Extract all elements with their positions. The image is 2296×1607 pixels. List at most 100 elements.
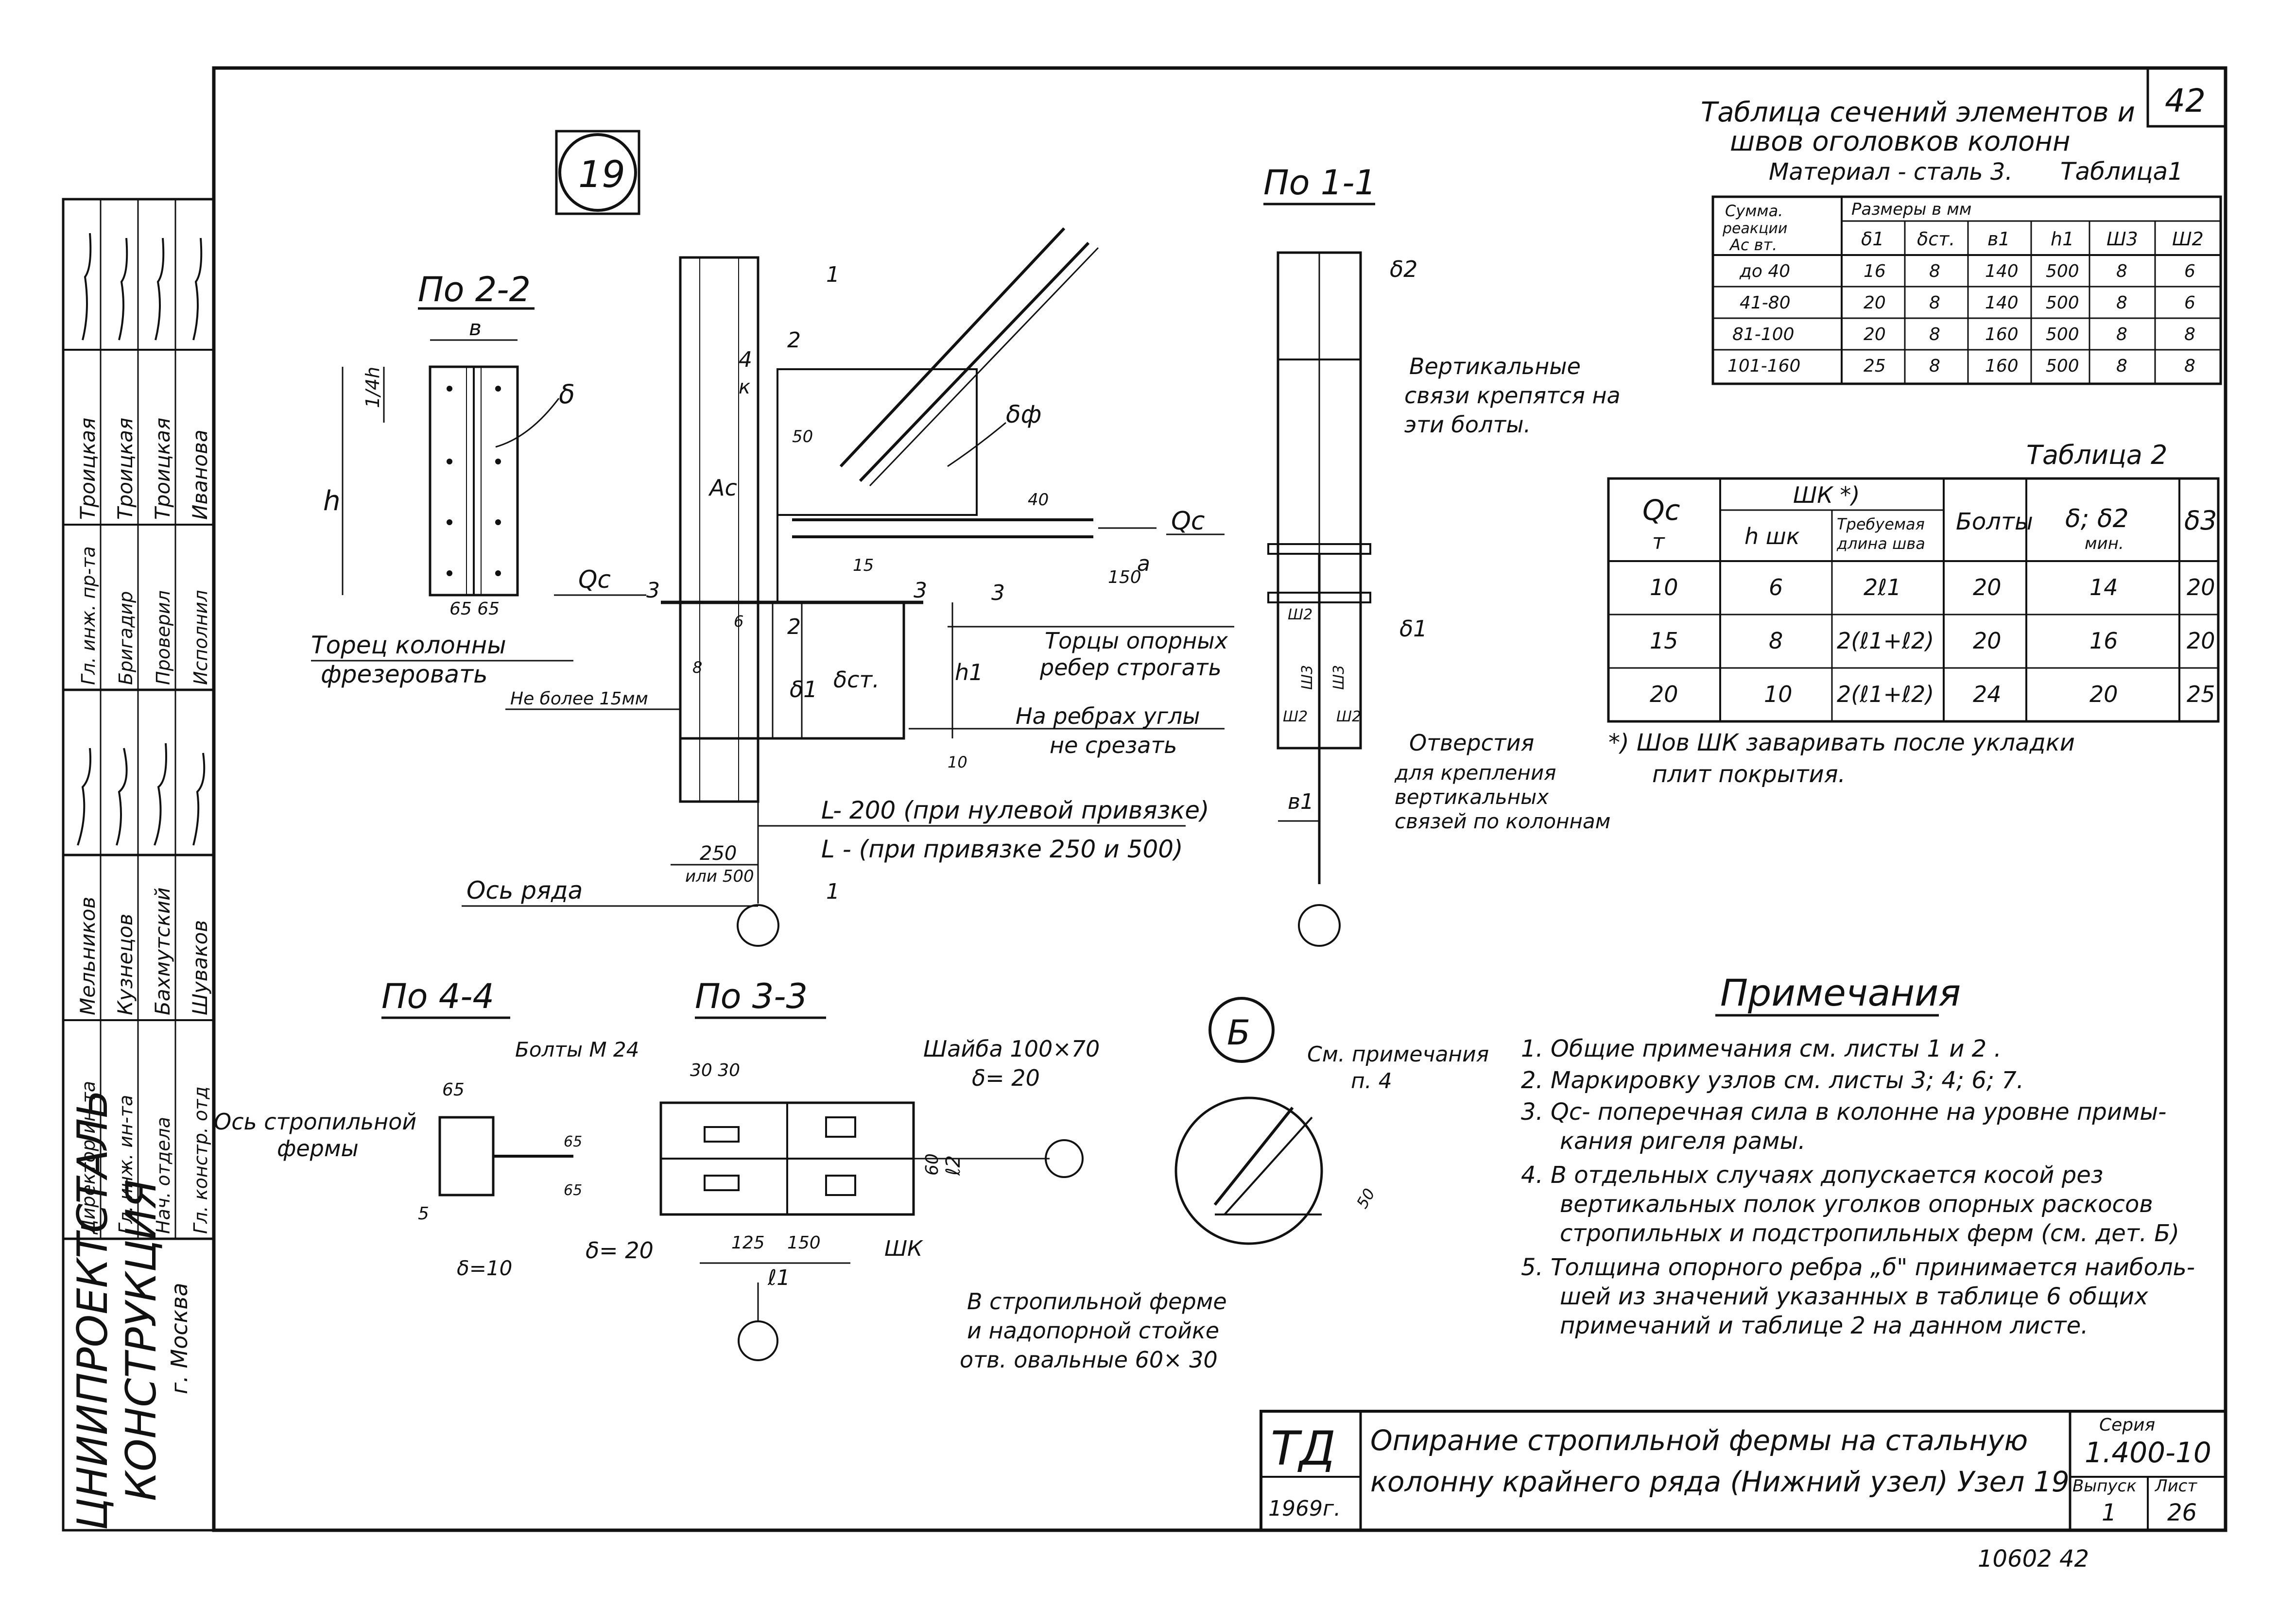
vert-1: Вертикальные [1409,353,1581,379]
shaiba-1: Шайба 100×70 [923,1036,1100,1062]
section-1-top: 1 [826,262,840,287]
dim-ili500: или 500 [685,867,754,886]
dim-40: 40 [1028,490,1049,510]
dim-quarter-h: 1/4h [362,367,383,408]
t1-r2-c6: 6 [2184,293,2195,313]
detail-number: 19 [578,153,625,196]
t1-head-sizes: Размеры в мм [1851,200,1971,219]
signature-2 [116,748,128,846]
dim-L250: L - (при привязке 250 и 500) [821,835,1183,863]
t2-delta3: δ3 [2184,505,2217,536]
t1-r2-c1: 20 [1864,293,1886,313]
t1-r3-c5: 8 [2116,325,2127,344]
detail-19-marker: 19 [555,130,640,215]
t1-col-4: h1 [2051,228,2074,250]
label-k: к [739,376,750,398]
stamp-vypusk-label: Выпуск [2072,1476,2137,1496]
t2-r1-c2: 2ℓ1 [1864,574,1901,600]
t1-r1-c0: до 40 [1739,261,1790,281]
label-delta: δ [559,379,575,410]
name-1: Мельников [76,897,100,1015]
role-2: Гл. инж. ин-та [115,1095,137,1234]
t2-req-len-2: длина шва [1836,534,1925,553]
section-3-right: 3 [991,581,1005,605]
dim-15: 15 [853,556,874,575]
label-d2: δ2 [1390,256,1417,282]
label-dc: Ас [708,475,737,501]
t1-col-3: в1 [1987,228,2010,250]
v-strop-2: и надопорной стойке [967,1317,1219,1344]
t2-r3-c2: 2(ℓ1+ℓ2) [1837,681,1934,707]
t1-r1-c2: 8 [1929,261,1940,281]
note-5a: 5. Толщина опорного ребра „б" принимаетс… [1521,1254,2195,1281]
t1-head-1b: реакции [1722,220,1787,237]
t2-r3-c4: 20 [2089,681,2118,707]
stamp-seria-label: Серия [2099,1415,2155,1435]
section-3-mid: 3 [914,578,927,603]
role2-1: Гл. инж. пр-та [78,546,99,685]
t2-delta-min: мин. [2085,534,2124,553]
t2-r3-c5: 25 [2187,681,2215,707]
dim-h: h [323,485,341,517]
t1-r2-c5: 8 [2116,293,2127,313]
axis-bubble-2 [1298,904,1341,947]
signature-6 [118,238,128,341]
dim-65-b: 65 [564,1133,582,1150]
dim-a: а [1137,551,1150,576]
name2-4: Иванова [188,429,212,520]
org-name-2: КОНСТРУКЦИЯ [117,1180,166,1501]
view-3-3: По 3-3 Болты М 24 30 30 Шайба 100×70 δ= … [515,976,1227,1373]
dim-125: 125 [731,1233,765,1253]
t1-r3-c6: 8 [2184,325,2195,344]
signature-5 [82,233,92,341]
axis-bubble-4 [738,1320,778,1361]
dim-10: 10 [948,753,967,771]
name-3: Бахмутский [151,888,174,1015]
section-2-bottom: 2 [787,615,801,639]
stamp-list-label: Лист [2154,1476,2197,1496]
role2-3: Проверил [153,590,174,685]
label-sh2-b: Ш2 [1283,708,1308,725]
note-4a: 4. В отдельных случаях допускается косой… [1521,1162,2103,1189]
name-4: Шуваков [188,920,212,1015]
t2-h-shk: h шк [1744,523,1800,549]
t1-r2-c2: 8 [1929,293,1940,313]
role2-2: Бригадир [115,591,137,685]
dim-b1: в1 [1288,789,1314,814]
dim-6: 6 [734,612,743,631]
dim-5: 5 [418,1204,429,1224]
table-1: Таблица сечений элементов и швов оголовк… [1701,97,2222,385]
t2-footnote-1: *) Шов ШК заваривать после укладки [1608,729,2075,756]
dim-65-65: 65 65 [449,599,500,619]
role-1: Директор ин-та [78,1081,99,1235]
t2-r2-c5: 20 [2187,628,2215,654]
otv-3: вертикальных [1395,785,1549,809]
os-strop-2: фермы [277,1135,359,1162]
section-1-bottom: 1 [826,879,840,904]
section-3-left: 3 [646,578,660,603]
t1-col-6: Ш2 [2172,228,2204,250]
label-sh3-b: Ш3 [1330,665,1347,690]
view-3-3-title: По 3-3 [695,976,808,1016]
t2-delta: δ; δ2 [2065,504,2129,533]
signature-3 [154,743,167,846]
t2-r2-c1: 8 [1769,628,1783,654]
signature-7 [155,238,165,341]
detail-b-label: Б [1227,1013,1250,1053]
axis-bubble-3 [1045,1139,1084,1178]
t2-req-len-1: Требуемая [1837,515,1925,533]
org-name-1: ЦНИИПРОЕКТСТАЛЬ [69,1090,117,1530]
note-4c: стропильных и подстропильных ферм (см. д… [1560,1220,2179,1247]
dim-d20: δ= 20 [586,1237,654,1264]
view-1-1: По 1-1 δ2 δ1 Ш2 Ш3 Ш2 Ш3 Ш2 в1 Вертикаль… [1263,163,1621,947]
detail-b: Б См. примечания п. 4 50 [1174,997,1489,1245]
role-4: Гл. констр. отд [190,1086,211,1234]
stamp-seria: 1.400-10 [2085,1436,2211,1469]
stamp-year: 1969г. [1268,1496,1341,1521]
t1-r1-c5: 8 [2116,261,2127,281]
label-dst: δст. [833,667,880,693]
t1-r1-c6: 6 [2184,261,2195,281]
view-2-2-title: По 2-2 [418,270,531,309]
stamp-td: ТД [1271,1421,1336,1476]
